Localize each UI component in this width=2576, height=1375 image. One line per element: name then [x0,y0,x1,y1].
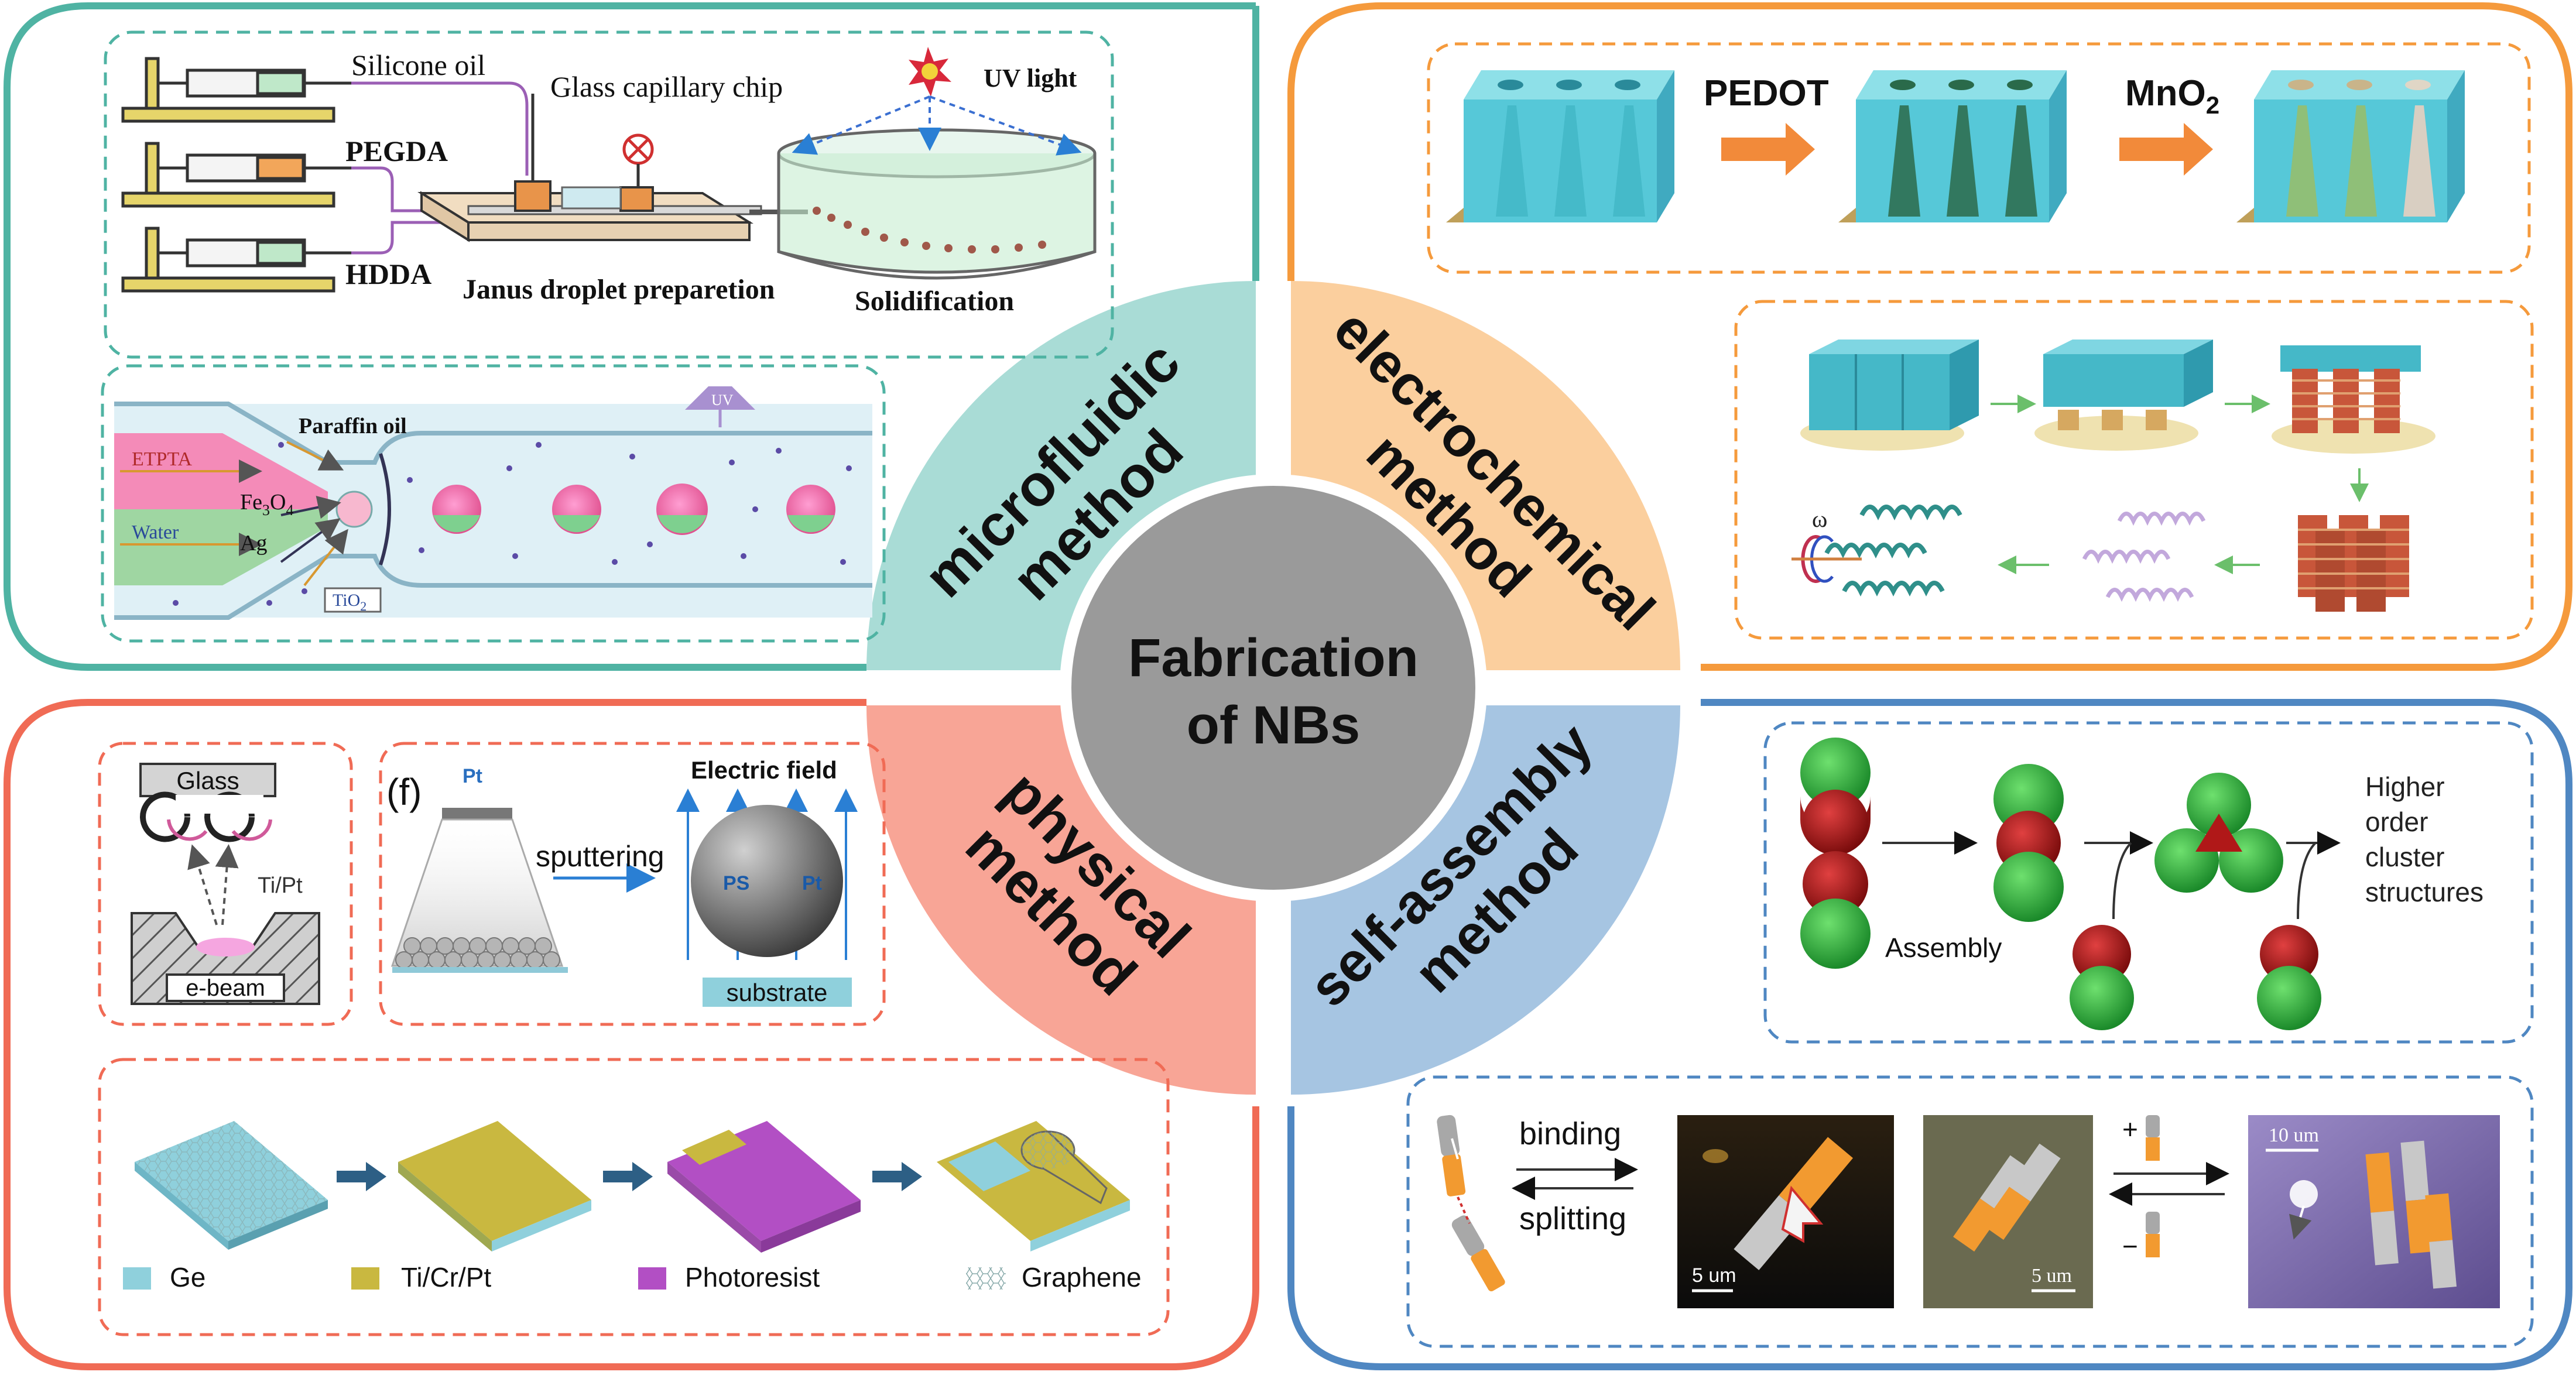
label-ps: PS [723,872,749,894]
center-title-line1: Fabrication [1128,628,1419,688]
uv-light-icon [792,47,1082,156]
uv-lamp-icon [685,386,755,410]
label-substrate: substrate [727,979,828,1006]
label-assembly: Assembly [1885,932,2002,963]
process-arrow-2 [603,1162,653,1191]
label-tio2: TiO [333,591,360,610]
label-uv: UV [711,392,734,409]
template-block-2 [1838,70,2067,222]
label-sputtering: sputtering [536,840,664,873]
frame-electrochemical [1287,2,2572,671]
label-splitting: splitting [1519,1201,1626,1236]
label-ti-pt: Ti/Pt [258,873,303,898]
label-silicone-oil: Silicone oil [351,49,485,81]
label-fe3o4-o: O [270,490,286,515]
center-title-line2: of NBs [1187,695,1360,755]
label-paraffin-oil: Paraffin oil [299,414,407,438]
label-scale-1: 5 um [1692,1264,1736,1287]
label-pedot: PEDOT [1704,73,1829,114]
label-higher: Higher [2365,771,2445,802]
arrow-pedot [1721,123,1815,176]
svg-text:TiO2: TiO2 [333,591,366,613]
arrow-mno2 [2119,123,2213,176]
label-hdda: HDDA [345,258,431,290]
label-pegda: PEGDA [345,135,448,167]
electro-panel-1: PEDOT MnO2 [1427,42,2531,274]
legend-swatch-graphene [966,1267,1006,1290]
label-pt-target: Pt [463,765,482,787]
label-water: Water [132,522,179,543]
center-wheel: Fabrication of NBs microfluidic method e… [866,281,1680,1095]
svg-text:MnO2: MnO2 [2125,73,2219,119]
process-arrow-3 [872,1162,922,1191]
label-pt-sphere: Pt [802,872,822,894]
svg-text:Fe3O4: Fe3O4 [240,490,293,519]
label-fe3o4: Fe [240,490,262,515]
legend-label-ticrpt: Ti/Cr/Pt [401,1262,491,1292]
physical-panel-1: Glass Ti/Pt e-beam [98,742,353,1026]
label-binding: binding [1519,1116,1621,1151]
legend-label-ge: Ge [170,1262,205,1292]
label-scale-3: 10 um [2269,1124,2319,1146]
legend-label-graphene: Graphene [1022,1262,1142,1292]
label-glass: Glass [176,767,239,794]
label-cluster: cluster [2365,842,2444,872]
legend-swatch-ticrpt [351,1267,379,1290]
label-tio2-sub: 2 [360,599,366,613]
label-ag: Ag [240,531,267,556]
template-block-3 [2236,70,2465,222]
label-minus: − [2122,1231,2138,1261]
label-e-beam: e-beam [186,975,265,1001]
frame-physical [4,699,1259,1370]
label-scale-2: 5 um [2032,1265,2072,1287]
template-block-1 [1446,70,1674,222]
physical-panel-3: Ge Ti/Cr/Pt Photoresist Graphene [98,1058,1170,1336]
label-fe3o4-sub1: 3 [262,502,270,519]
label-fe3o4-sub2: 4 [286,502,293,519]
janus-sphere [691,805,843,957]
micro-panel-2: UV Paraffin oil ETPTA Water Fe3O4 Ag TiO… [101,364,886,643]
legend: Ge Ti/Cr/Pt Photoresist Graphene [123,1262,1142,1292]
label-order: order [2365,807,2428,837]
legend-swatch-ge [123,1267,151,1290]
label-plus: + [2122,1114,2138,1144]
label-f: (f) [386,771,422,813]
sa-panel-2: binding splitting 5 um 5 um + − [1406,1075,2534,1348]
electro-panel-2: ω [1734,300,2534,640]
center-disc [1071,486,1475,890]
physical-panel-2: (f) Pt sputtering Electric field PS Pt s… [379,742,886,1026]
sa-panel-1: Assembly Higher order cluster structures [1763,721,2534,1044]
label-structures: structures [2365,877,2483,907]
label-electric-field: Electric field [691,756,837,784]
label-glass-capillary-chip: Glass capillary chip [550,70,783,103]
label-uv-light: UV light [984,64,1077,92]
syringe-pumps [121,57,351,293]
frame-self-assembly [1287,699,2572,1370]
legend-label-photoresist: Photoresist [685,1262,820,1292]
label-omega: ω [1812,506,1827,532]
frame-microfluidic [4,2,1259,671]
label-etpta: ETPTA [132,448,192,470]
label-mno2-sub: 2 [2206,91,2219,119]
process-arrow-1 [337,1162,386,1191]
micro-panel-1: Silicone oil Glass capillary chip PEGDA … [104,30,1114,359]
label-janus-droplet-preparation: Janus droplet preparetion [463,274,775,305]
legend-swatch-photoresist [638,1267,666,1290]
label-mno2: MnO [2125,73,2206,114]
label-solidification: Solidification [855,286,1014,317]
